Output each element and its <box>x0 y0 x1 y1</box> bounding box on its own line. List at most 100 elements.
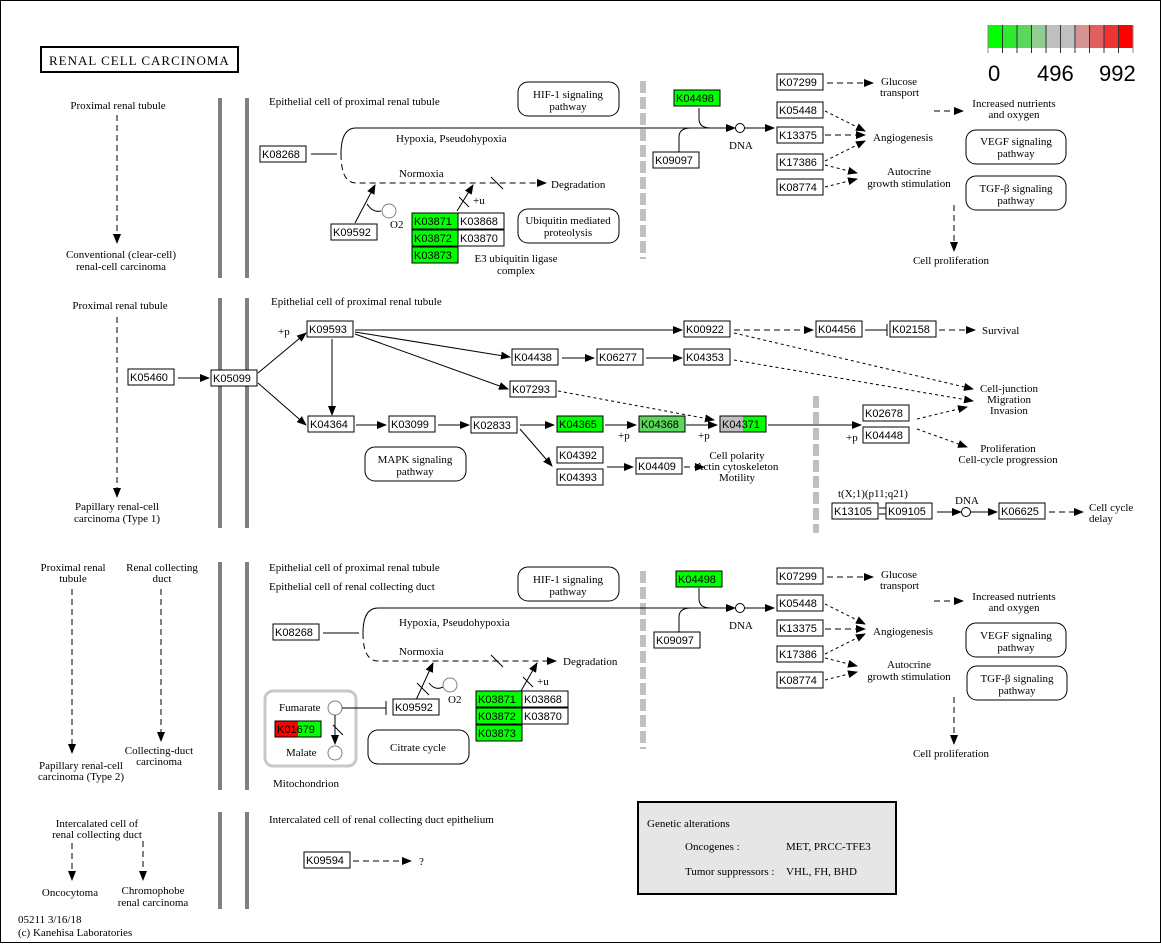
gene-box[interactable] <box>274 720 322 738</box>
gene-box[interactable] <box>303 851 351 869</box>
tgfb-pathway-link[interactable] <box>965 175 1067 211</box>
gene-box[interactable] <box>596 348 644 366</box>
gene-box[interactable] <box>556 446 604 464</box>
o2-compound[interactable] <box>442 677 458 693</box>
gene-node-k03868[interactable]: K03868 <box>457 212 505 230</box>
gene-node-k03871[interactable]: K03871 <box>475 690 523 708</box>
gene-box[interactable] <box>673 89 721 107</box>
gene-box[interactable] <box>635 457 683 475</box>
gene-node-k04393[interactable]: K04393 <box>556 468 604 486</box>
gene-box[interactable] <box>509 380 557 398</box>
gene-node-k03870[interactable]: K03870 <box>457 229 505 247</box>
tgfb-pathway-link[interactable] <box>966 665 1068 701</box>
gene-node-k04353[interactable]: K04353 <box>683 348 731 366</box>
gene-box[interactable] <box>521 707 569 725</box>
gene-node-k05460[interactable]: K05460 <box>127 368 175 386</box>
gene-box[interactable] <box>259 145 307 163</box>
gene-node-k13375[interactable]: K13375 <box>776 126 824 144</box>
gene-box[interactable] <box>776 73 824 91</box>
gene-box[interactable] <box>411 246 459 264</box>
gene-box[interactable] <box>862 404 910 422</box>
gene-node-k04392[interactable]: K04392 <box>556 446 604 464</box>
gene-node-k08268[interactable]: K08268 <box>259 145 307 163</box>
gene-node-k07299[interactable]: K07299 <box>776 567 824 585</box>
gene-node-k04371[interactable]: K04371 <box>719 415 767 433</box>
gene-node-k09097[interactable]: K09097 <box>652 151 700 169</box>
malate-compound[interactable] <box>327 745 343 761</box>
gene-node-k08774[interactable]: K08774 <box>776 671 824 689</box>
gene-box[interactable] <box>306 320 354 338</box>
gene-box[interactable] <box>511 348 559 366</box>
gene-box[interactable] <box>475 724 523 742</box>
gene-box[interactable] <box>392 698 440 716</box>
gene-box[interactable] <box>776 153 824 171</box>
gene-box[interactable] <box>683 348 731 366</box>
gene-box[interactable] <box>776 645 824 663</box>
gene-node-k13375[interactable]: K13375 <box>776 619 824 637</box>
gene-node-k04368[interactable]: K04368 <box>638 415 686 433</box>
gene-node-k01679[interactable]: K01679 <box>274 720 322 738</box>
gene-box[interactable] <box>776 101 824 119</box>
gene-node-k00922[interactable]: K00922 <box>683 320 731 338</box>
gene-box[interactable] <box>653 631 701 649</box>
mapk-pathway-link[interactable] <box>364 446 467 482</box>
gene-node-k04448[interactable]: K04448 <box>862 426 910 444</box>
hif1-pathway-link[interactable] <box>517 566 620 602</box>
gene-box[interactable] <box>127 368 175 386</box>
gene-box[interactable] <box>719 415 767 433</box>
gene-node-k03873[interactable]: K03873 <box>411 246 459 264</box>
gene-node-k03870[interactable]: K03870 <box>521 707 569 725</box>
gene-node-k02678[interactable]: K02678 <box>862 404 910 422</box>
gene-node-k13105[interactable]: K13105 <box>831 502 879 520</box>
gene-node-k06625[interactable]: K06625 <box>998 502 1046 520</box>
gene-box[interactable] <box>470 416 518 434</box>
gene-box[interactable] <box>638 415 686 433</box>
gene-box[interactable] <box>776 126 824 144</box>
gene-box[interactable] <box>272 623 320 641</box>
gene-box[interactable] <box>776 178 824 196</box>
fumarate-compound[interactable] <box>327 700 343 716</box>
gene-node-k06277[interactable]: K06277 <box>596 348 644 366</box>
gene-box[interactable] <box>457 212 505 230</box>
gene-node-k09097[interactable]: K09097 <box>653 631 701 649</box>
gene-node-k07293[interactable]: K07293 <box>509 380 557 398</box>
gene-node-k03871[interactable]: K03871 <box>411 212 459 230</box>
gene-node-k05448[interactable]: K05448 <box>776 594 824 612</box>
gene-box[interactable] <box>307 415 355 433</box>
dna-node[interactable] <box>735 603 745 613</box>
gene-node-k04409[interactable]: K04409 <box>635 457 683 475</box>
citrate-cycle-link[interactable] <box>367 729 470 765</box>
dna-node[interactable] <box>735 123 745 133</box>
gene-node-k04438[interactable]: K04438 <box>511 348 559 366</box>
gene-node-k17386[interactable]: K17386 <box>776 153 824 171</box>
vegf-pathway-link[interactable] <box>965 129 1067 165</box>
gene-box[interactable] <box>683 320 731 338</box>
gene-node-k03872[interactable]: K03872 <box>411 229 459 247</box>
gene-node-k17386[interactable]: K17386 <box>776 645 824 663</box>
gene-box[interactable] <box>457 229 505 247</box>
gene-node-k07299[interactable]: K07299 <box>776 73 824 91</box>
gene-box[interactable] <box>556 415 604 433</box>
gene-node-k04498[interactable]: K04498 <box>673 89 721 107</box>
gene-box[interactable] <box>885 502 933 520</box>
gene-node-k05448[interactable]: K05448 <box>776 101 824 119</box>
gene-box[interactable] <box>330 223 378 241</box>
gene-box[interactable] <box>776 671 824 689</box>
gene-node-k09593[interactable]: K09593 <box>306 320 354 338</box>
gene-box[interactable] <box>652 151 700 169</box>
gene-node-k02833[interactable]: K02833 <box>470 416 518 434</box>
gene-node-k03872[interactable]: K03872 <box>475 707 523 725</box>
gene-box[interactable] <box>776 594 824 612</box>
gene-box[interactable] <box>889 320 937 338</box>
gene-node-k02158[interactable]: K02158 <box>889 320 937 338</box>
gene-box[interactable] <box>998 502 1046 520</box>
gene-box[interactable] <box>521 690 569 708</box>
gene-box[interactable] <box>675 570 723 588</box>
gene-box[interactable] <box>862 426 910 444</box>
gene-node-k08774[interactable]: K08774 <box>776 178 824 196</box>
gene-node-k04456[interactable]: K04456 <box>815 320 863 338</box>
dna-node[interactable] <box>961 507 971 517</box>
gene-box[interactable] <box>776 619 824 637</box>
gene-node-k09594[interactable]: K09594 <box>303 851 351 869</box>
gene-node-k09592[interactable]: K09592 <box>330 223 378 241</box>
